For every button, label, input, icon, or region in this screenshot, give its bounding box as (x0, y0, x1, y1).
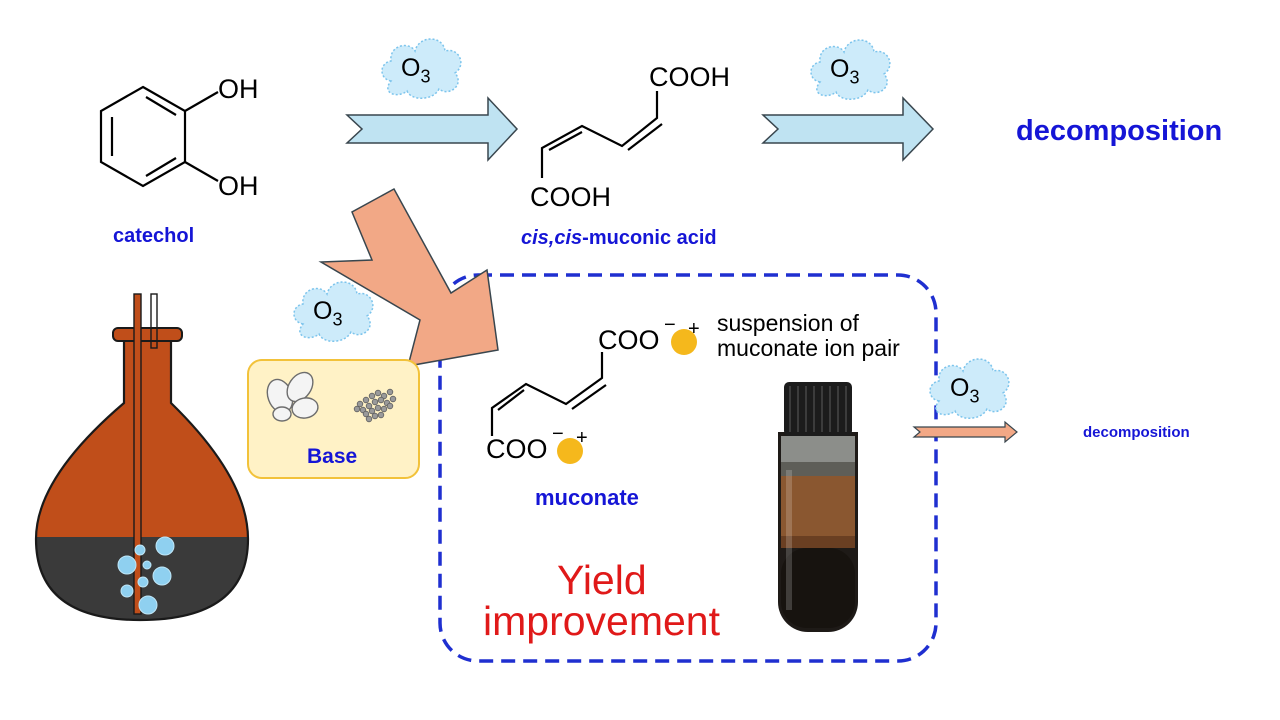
arrow-to-muconic-acid (345, 96, 519, 162)
arrow-to-decomposition-bottom (912, 420, 1018, 444)
cation-sign-top: + (688, 318, 700, 340)
ozone-subscript: 3 (332, 309, 343, 330)
ozone-label-2: O3 (830, 55, 859, 88)
muconic-acid-prefix: cis,cis (521, 227, 583, 249)
ozone-symbol: O (313, 297, 333, 325)
ozone-label-3: O3 (313, 297, 342, 330)
suspension-label-line1: suspension of (717, 310, 859, 336)
decomposition-top-label: decomposition (1016, 115, 1223, 147)
ozone-subscript: 3 (420, 66, 431, 87)
muconate-dashed-box (438, 273, 938, 663)
base-pellets-icon (266, 371, 319, 422)
base-label: Base (307, 445, 358, 468)
muconic-acid-structure (540, 91, 663, 178)
muconic-acid-label: cis,cis-muconic acid (521, 227, 717, 250)
ozone-label-4: O3 (950, 374, 979, 407)
anion-sign-bottom: − (552, 423, 564, 445)
catechol-structure (99, 85, 219, 188)
muconate-coo-top: COO (598, 325, 660, 355)
ozone-subscript: 3 (969, 386, 980, 407)
suspension-label-line2: muconate ion pair (717, 335, 900, 361)
catechol-label: catechol (113, 225, 195, 247)
arrow-base-route (318, 187, 499, 367)
base-powder-icon (353, 388, 397, 423)
yield-improvement-line2: improvement (483, 598, 720, 644)
muconate-coo-bottom: COO (486, 434, 548, 464)
cation-top (671, 329, 697, 355)
cation-sign-bottom: + (576, 427, 588, 449)
catechol-oh-bottom: OH (218, 171, 259, 201)
catechol-oh-top: OH (218, 74, 259, 104)
muconic-acid-suffix: -muconic acid (582, 227, 717, 249)
ozone-label-1: O3 (401, 54, 430, 87)
muconate-structure (490, 352, 607, 436)
muconic-acid-cooh-top: COOH (649, 62, 730, 92)
arrow-to-decomposition-top (761, 96, 935, 162)
vial-photo (778, 382, 858, 632)
anion-sign-top: − (664, 314, 676, 336)
ozone-symbol: O (830, 55, 850, 83)
ozone-subscript: 3 (849, 67, 860, 88)
yield-improvement-line1: Yield (557, 557, 647, 603)
muconate-label: muconate (535, 485, 639, 510)
ozone-symbol: O (950, 374, 970, 402)
ozone-symbol: O (401, 54, 421, 82)
cation-bottom (557, 438, 583, 464)
flask-illustration (34, 293, 250, 622)
decomposition-bottom-label: decomposition (1083, 424, 1190, 441)
muconic-acid-cooh-bottom: COOH (530, 182, 611, 212)
